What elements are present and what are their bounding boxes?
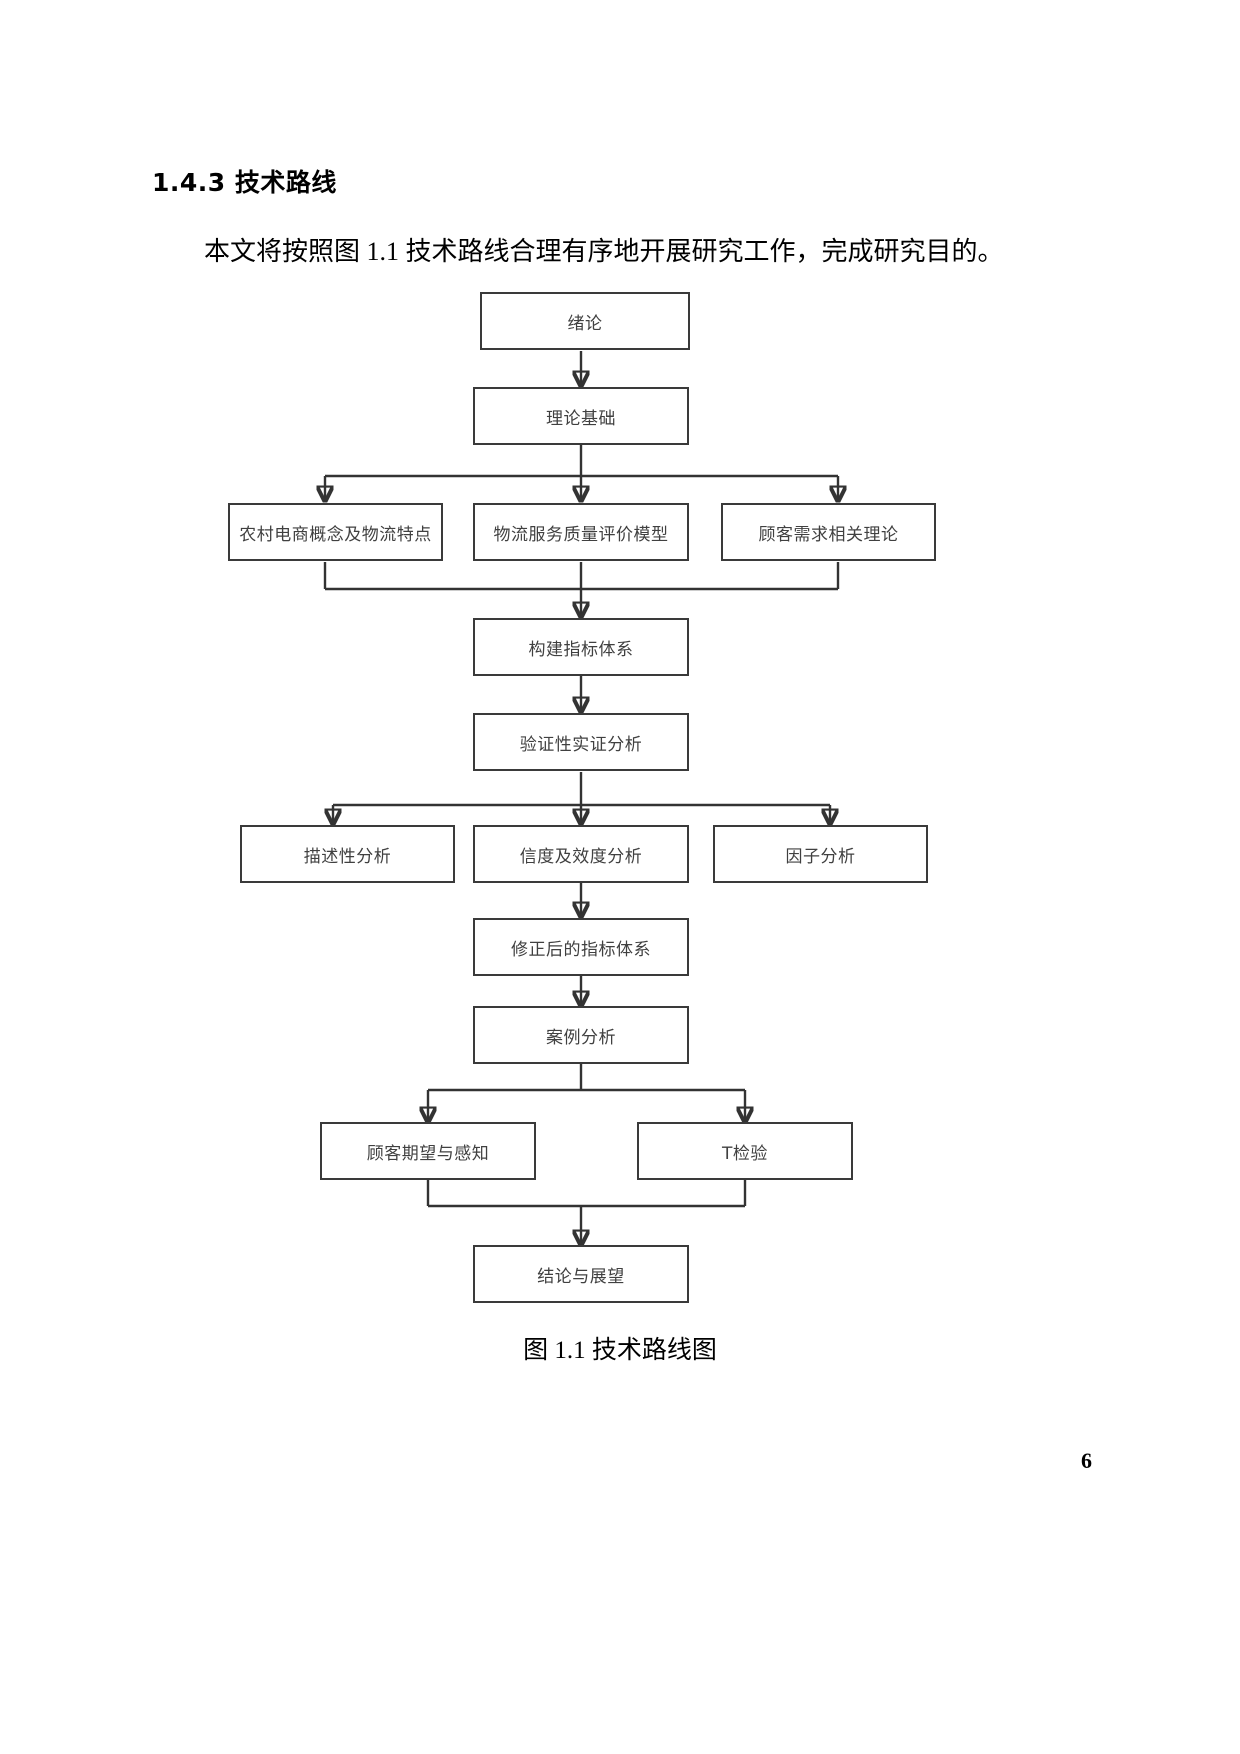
flow-node-descriptive-analysis[interactable]: 描述性分析 (240, 825, 455, 883)
flow-node-factor-analysis[interactable]: 因子分析 (713, 825, 928, 883)
flow-node-logistics-quality-model[interactable]: 物流服务质量评价模型 (473, 503, 689, 561)
flow-node-reliability-validity-analysis[interactable]: 信度及效度分析 (473, 825, 689, 883)
flow-node-label: 农村电商概念及物流特点 (239, 524, 432, 545)
flow-node-label: 案例分析 (546, 1027, 616, 1048)
flow-node-label: 顾客需求相关理论 (758, 524, 899, 545)
flow-node-rural-ecommerce-concept[interactable]: 农村电商概念及物流特点 (228, 503, 443, 561)
figure-caption: 图 1.1 技术路线图 (523, 1337, 717, 1364)
flow-node-case-analysis[interactable]: 案例分析 (473, 1006, 689, 1064)
flow-node-t-test[interactable]: T检验 (637, 1122, 853, 1180)
flow-node-label: 物流服务质量评价模型 (493, 524, 669, 545)
section-heading: 1.4.3 技术路线 (152, 168, 337, 197)
flow-node-label: 因子分析 (785, 846, 856, 867)
page-number: 6 (1081, 1448, 1092, 1473)
body-paragraph: 本文将按照图 1.1 技术路线合理有序地开展研究工作，完成研究目的。 (204, 237, 1004, 266)
flow-node-build-index-system[interactable]: 构建指标体系 (473, 618, 689, 676)
flow-node-label: 结论与展望 (537, 1266, 625, 1287)
flow-node-conclusion-outlook[interactable]: 结论与展望 (473, 1245, 689, 1303)
flow-node-label: 修正后的指标体系 (511, 939, 651, 960)
flow-node-customer-demand-theory[interactable]: 顾客需求相关理论 (721, 503, 936, 561)
flow-node-label: 构建指标体系 (528, 639, 634, 660)
flow-node-introduction[interactable]: 绪论 (480, 292, 690, 350)
flow-node-label: 描述性分析 (303, 846, 392, 867)
flow-node-label: 验证性实证分析 (519, 734, 643, 755)
flow-node-label: 理论基础 (546, 408, 616, 429)
flow-node-confirmatory-analysis[interactable]: 验证性实证分析 (473, 713, 689, 771)
flow-node-label: 绪论 (567, 313, 603, 334)
flow-node-theory-basis[interactable]: 理论基础 (473, 387, 689, 445)
flow-node-customer-expectation-perception[interactable]: 顾客期望与感知 (320, 1122, 536, 1180)
flow-node-label: T检验 (722, 1143, 768, 1164)
flow-node-label: 信度及效度分析 (519, 846, 643, 867)
flow-node-revised-index-system[interactable]: 修正后的指标体系 (473, 918, 689, 976)
flow-node-label: 顾客期望与感知 (366, 1143, 490, 1164)
